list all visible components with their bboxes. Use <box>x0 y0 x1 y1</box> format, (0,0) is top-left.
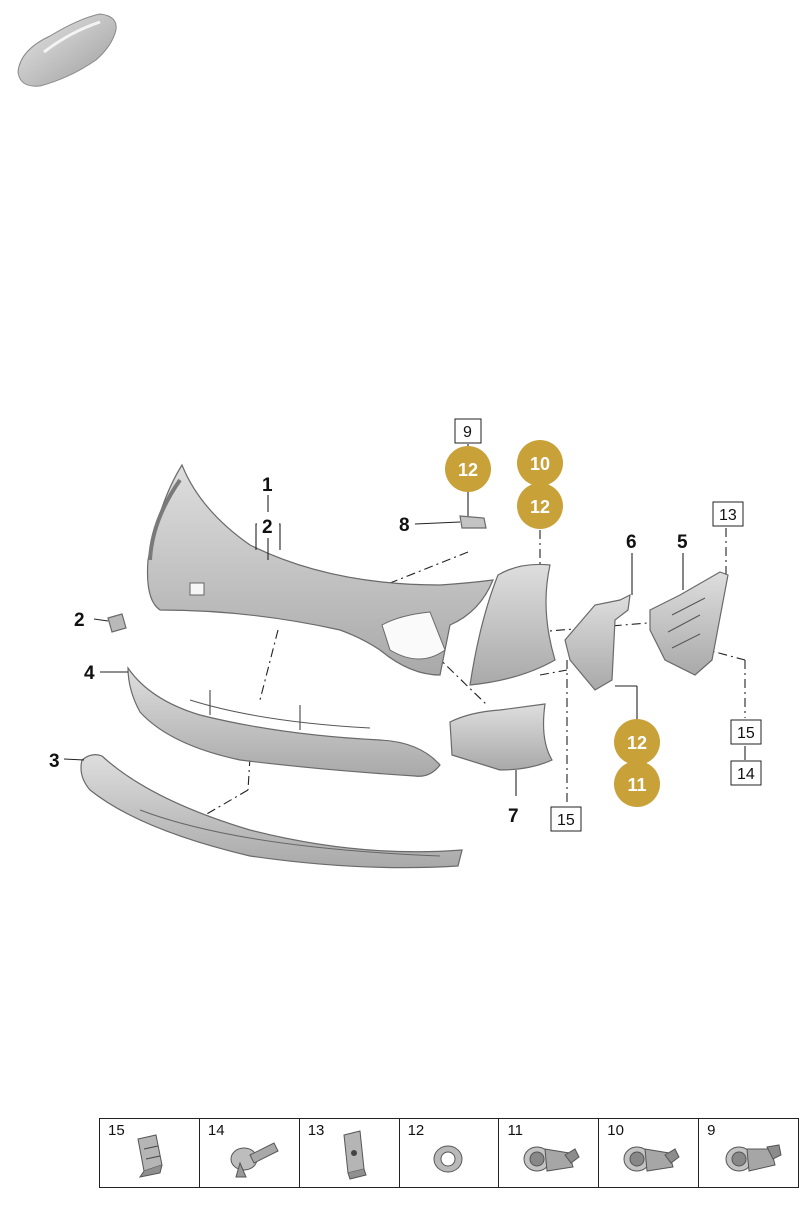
legend-cell-10: 10 <box>598 1119 698 1187</box>
badge-12-left: 12 <box>445 446 491 492</box>
air-duct-bracket-part <box>564 593 631 691</box>
svg-text:11: 11 <box>627 775 646 795</box>
front-spoiler-lip-part <box>80 754 463 869</box>
parking-sensor-icon <box>623 1146 680 1172</box>
callout-2-bumper: 2 <box>262 517 273 538</box>
parts-legend: 15 14 13 12 11 <box>99 1118 799 1188</box>
badge-10: 10 <box>517 440 563 486</box>
side-air-deflector-part <box>449 703 553 771</box>
clip-nut-icon <box>137 1134 163 1178</box>
side-trim-part <box>469 563 556 686</box>
callout-6: 6 <box>626 532 637 553</box>
legend-cell-9: 9 <box>698 1119 798 1187</box>
vehicle-thumbnail-icon <box>17 13 117 87</box>
svg-text:13: 13 <box>719 507 737 524</box>
legend-number: 12 <box>407 1122 425 1139</box>
legend-number: 10 <box>607 1122 624 1139</box>
legend-number: 13 <box>307 1122 325 1139</box>
legend-number: 14 <box>207 1122 225 1139</box>
boxed-ref-9: 9 <box>454 418 482 444</box>
sensor-bracket-part <box>459 515 487 529</box>
callout-5: 5 <box>677 532 688 553</box>
parking-sensor-icon <box>725 1144 782 1172</box>
legend-number: 15 <box>108 1122 125 1139</box>
boxed-ref-14: 14 <box>730 760 762 786</box>
legend-cell-13: 13 <box>298 1119 399 1187</box>
legend-cell-14: 14 <box>198 1119 299 1187</box>
callout-3: 3 <box>49 751 60 772</box>
svg-text:12: 12 <box>530 497 550 517</box>
parking-sensor-icon <box>523 1146 581 1172</box>
lower-grille-frame-part <box>127 666 441 777</box>
exploded-parts-diagram: 1 2 2 4 3 8 6 5 7 9 13 15 14 15 12 10 12 <box>17 13 762 869</box>
legend-number: 9 <box>707 1122 716 1139</box>
badge-12-right: 12 <box>614 719 660 765</box>
callout-2-cap: 2 <box>74 610 85 631</box>
badge-11: 11 <box>614 761 660 807</box>
callout-1: 1 <box>262 475 273 496</box>
callout-7: 7 <box>508 806 519 827</box>
legend-number: 11 <box>507 1122 524 1139</box>
svg-text:14: 14 <box>737 766 755 783</box>
tow-hook-cover-part <box>107 613 127 633</box>
legend-cell-12: 12 <box>398 1119 499 1187</box>
clip-nut-icon <box>343 1130 367 1180</box>
boxed-ref-13: 13 <box>712 501 744 527</box>
svg-text:10: 10 <box>530 454 550 474</box>
svg-text:12: 12 <box>458 460 478 480</box>
boxed-ref-15-right: 15 <box>730 719 762 745</box>
legend-cell-15: 15 <box>100 1119 199 1187</box>
svg-text:12: 12 <box>627 733 647 753</box>
callout-4: 4 <box>84 663 95 684</box>
bumper-cover-part <box>146 463 494 676</box>
assembly-lines <box>204 528 746 816</box>
badge-12-middle: 12 <box>517 483 563 529</box>
svg-text:9: 9 <box>463 424 472 441</box>
sensor-ring-icon <box>433 1145 463 1173</box>
expansion-rivet-icon <box>230 1142 279 1178</box>
svg-text:15: 15 <box>557 812 575 829</box>
legend-cell-11: 11 <box>498 1119 598 1187</box>
bumper-carrier-part <box>649 571 729 676</box>
boxed-ref-15-center: 15 <box>550 806 582 832</box>
svg-text:15: 15 <box>737 725 755 742</box>
callout-8: 8 <box>399 515 410 536</box>
